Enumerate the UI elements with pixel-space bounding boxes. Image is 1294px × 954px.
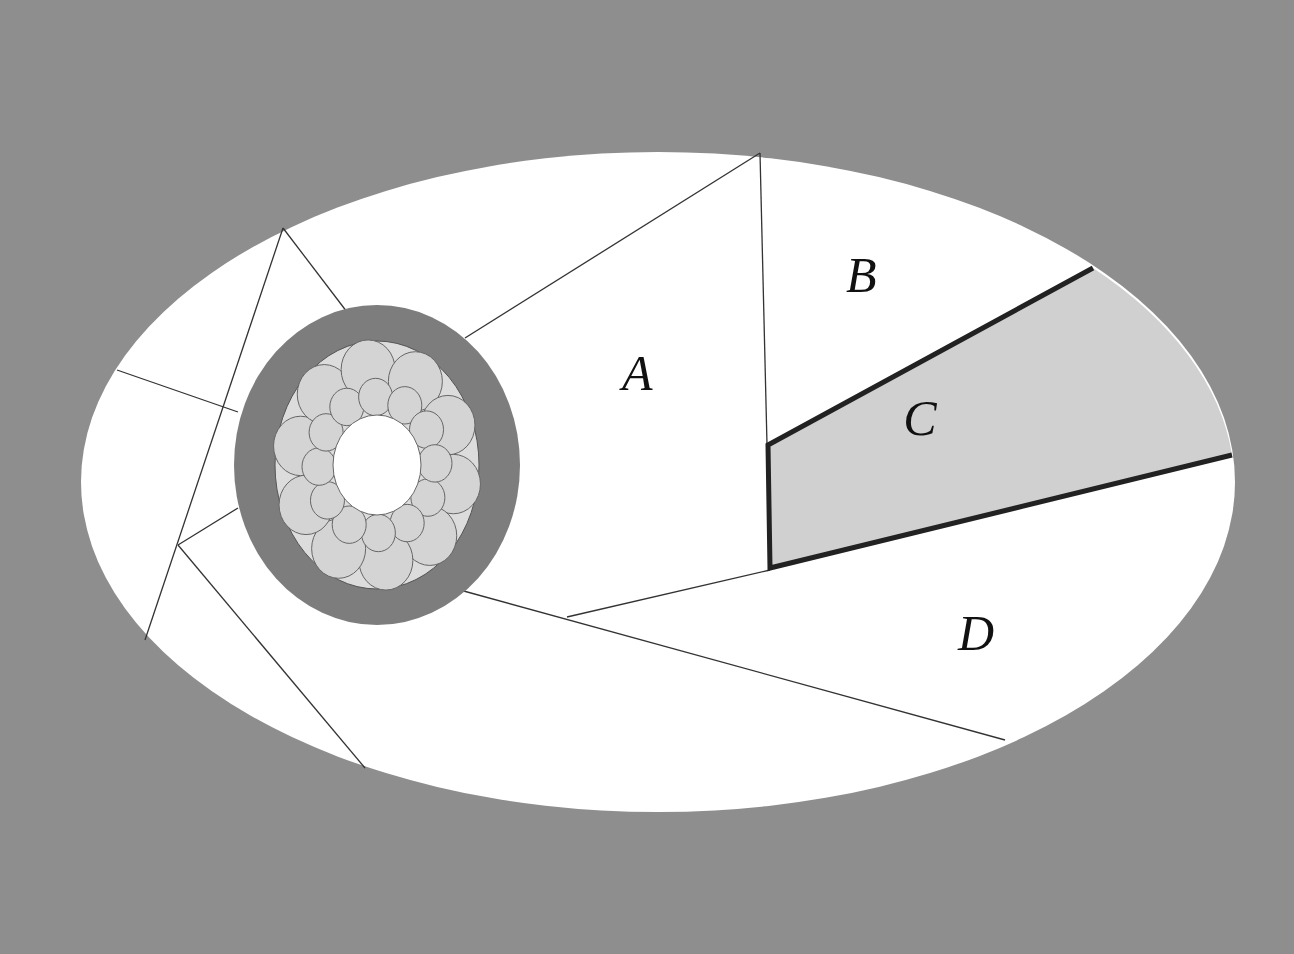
packed-circle [361,514,395,551]
region-fill [768,268,1232,568]
inner-disk [275,341,479,589]
center-hole [333,415,421,515]
region-label: A [622,348,653,398]
packed-circle [359,378,393,415]
region-border [768,268,1232,568]
shaded-region: C [768,268,1234,570]
region-label: C [903,393,936,443]
circle-packing [274,340,481,590]
region-outline [768,268,1234,570]
region-label: B [846,250,877,300]
ring [234,305,520,625]
packed-circle [302,448,336,485]
region-label: D [958,608,994,658]
ellipse-region [81,152,1235,812]
packed-circle [418,445,452,482]
